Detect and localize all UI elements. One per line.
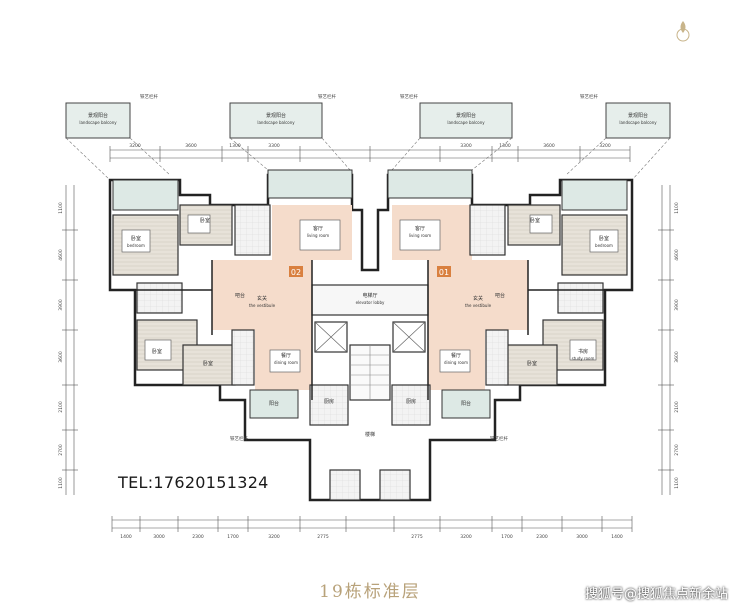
room-label: landscape balcony xyxy=(447,120,485,125)
dimension-label: 3300 xyxy=(268,143,280,149)
dimension-label: 3200 xyxy=(460,534,472,540)
dimension-label: 3200 xyxy=(268,534,280,540)
railing-note: 铁艺栏杆 xyxy=(230,435,248,442)
railing-note: 铁艺栏杆 xyxy=(580,93,598,100)
railing-note: 铁艺栏杆 xyxy=(140,93,158,100)
balcony-details xyxy=(65,102,671,139)
dimension-label: 1300 xyxy=(499,143,511,149)
railing-note: 铁艺栏杆 xyxy=(318,93,336,100)
room-label: 吧台 xyxy=(235,292,245,299)
bottom-dimension-line xyxy=(111,516,633,532)
balconies xyxy=(112,169,628,419)
dimension-label: 3600 xyxy=(58,351,64,363)
room-label: 卧室 xyxy=(152,348,162,355)
dimension-label: 1100 xyxy=(58,477,64,489)
top-dimension-line xyxy=(109,146,631,162)
dimension-label: 1100 xyxy=(58,202,64,214)
room-label: the vestibule xyxy=(249,303,276,308)
room-label: 玄关 xyxy=(257,295,267,302)
dimension-label: 1400 xyxy=(120,534,132,540)
room-label: 卧室 xyxy=(131,235,141,242)
dimension-label: 3200 xyxy=(129,143,141,149)
dimension-label: 3600 xyxy=(543,143,555,149)
dimension-label: 3600 xyxy=(185,143,197,149)
room-label: landscape balcony xyxy=(257,120,295,125)
dimension-label: 2700 xyxy=(58,444,64,456)
furniture xyxy=(121,214,619,373)
wet-rooms xyxy=(136,204,604,501)
dimension-label: 3900 xyxy=(58,299,64,311)
room-label: 餐厅 xyxy=(281,352,291,359)
dimension-label: 1100 xyxy=(674,477,680,489)
room-label: 楼梯 xyxy=(365,431,375,438)
watermark: 搜狐号@搜狐焦点新余站 xyxy=(584,587,728,602)
dimension-label: 2300 xyxy=(536,534,548,540)
room-label: 卧室 xyxy=(527,360,537,367)
room-label: 卧室 xyxy=(200,217,210,224)
room-label: living room xyxy=(307,233,329,238)
room-label: 厨房 xyxy=(324,398,334,405)
room-label: 景观阳台 xyxy=(266,112,286,119)
dimension-label: 1100 xyxy=(674,202,680,214)
core xyxy=(311,284,429,401)
room-label: dining room xyxy=(444,360,468,365)
dimension-label: 2100 xyxy=(674,401,680,413)
dimension-label: 1700 xyxy=(501,534,513,540)
bedrooms xyxy=(112,204,628,386)
room-label: 景观阳台 xyxy=(88,112,108,119)
side-dimension-lines xyxy=(62,185,674,495)
dimension-label: 2700 xyxy=(674,444,680,456)
dimension-label: 2775 xyxy=(411,534,423,540)
dimension-label: 3200 xyxy=(599,143,611,149)
dimension-label: 2775 xyxy=(317,534,329,540)
dimension-label: 1700 xyxy=(227,534,239,540)
room-label: 餐厅 xyxy=(451,352,461,359)
room-label: 吧台 xyxy=(495,292,505,299)
room-label: dining room xyxy=(274,360,298,365)
room-label: landscape balcony xyxy=(619,120,657,125)
unit-tags xyxy=(289,266,451,277)
room-label: 玄关 xyxy=(473,295,483,302)
room-label: study room xyxy=(572,356,595,361)
room-label: 客厅 xyxy=(415,225,425,232)
dimension-label: 3600 xyxy=(674,351,680,363)
brand-logo-icon xyxy=(672,18,694,52)
room-label: bedroom xyxy=(595,243,613,248)
dimension-label: 3000 xyxy=(576,534,588,540)
partitions xyxy=(135,260,605,400)
room-label: 景观阳台 xyxy=(456,112,476,119)
unit-label-right: 01 xyxy=(439,268,449,277)
dimension-label: 1300 xyxy=(229,143,241,149)
room-label: 景观阳台 xyxy=(628,112,648,119)
balcony-callout-lines xyxy=(65,137,671,181)
room-label: the vestibule xyxy=(465,303,492,308)
room-label: 阳台 xyxy=(461,400,471,407)
dimension-label: 1400 xyxy=(611,534,623,540)
dimension-label: 2300 xyxy=(192,534,204,540)
room-label: 卧室 xyxy=(599,235,609,242)
room-label: 卧室 xyxy=(203,360,213,367)
dimension-label: 3900 xyxy=(674,299,680,311)
dimension-label: 3300 xyxy=(460,143,472,149)
room-label: 卧室 xyxy=(530,217,540,224)
room-label: 客厅 xyxy=(313,225,323,232)
floor-plan-title: 19栋标准层 xyxy=(319,582,421,602)
dimension-label: 4600 xyxy=(58,249,64,261)
room-label: living room xyxy=(409,233,431,238)
contact-phone: TEL:17620151324 xyxy=(118,473,269,492)
room-label: 阳台 xyxy=(269,400,279,407)
room-label: 书房 xyxy=(578,348,588,355)
dimension-label: 2100 xyxy=(58,401,64,413)
unit-label-left: 02 xyxy=(291,268,301,277)
dimension-label: 3000 xyxy=(153,534,165,540)
room-label: bedroom xyxy=(127,243,145,248)
room-label: 厨房 xyxy=(406,398,416,405)
railing-note: 铁艺栏杆 xyxy=(490,435,508,442)
railing-note: 铁艺栏杆 xyxy=(400,93,418,100)
room-label: 电梯厅 xyxy=(362,292,377,299)
dimension-label: 4600 xyxy=(674,249,680,261)
room-label: elevator lobby xyxy=(356,300,385,305)
room-label: landscape balcony xyxy=(79,120,117,125)
